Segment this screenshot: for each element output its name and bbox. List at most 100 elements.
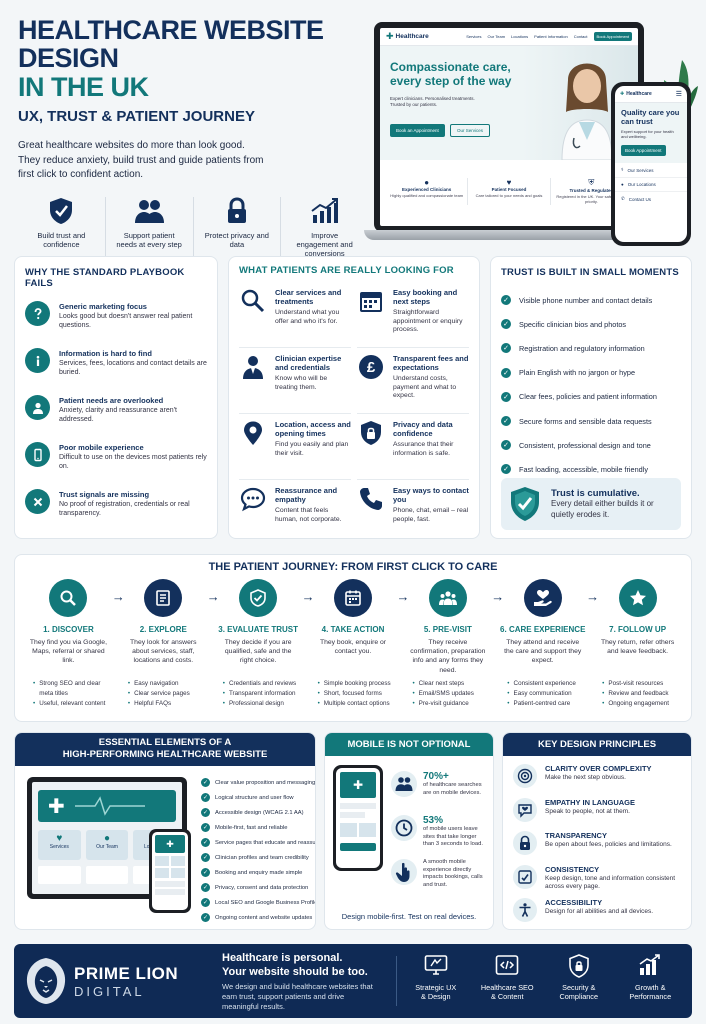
check-icon: ✓ <box>201 913 210 922</box>
laptop-feature: ● Experienced Clinicians Highly qualifie… <box>386 178 469 205</box>
accessibility-icon <box>513 898 537 922</box>
journey-step-bullets: •Consistent experience•Easy communicatio… <box>507 679 590 709</box>
search-icon <box>49 579 88 617</box>
laptop-feature: ♥ Patient Focused Care tailored to your … <box>468 178 551 205</box>
journey-bullet: •Short, focused forms <box>318 689 401 699</box>
check-icon: ✓ <box>201 793 210 802</box>
lock-icon <box>513 831 537 855</box>
monitor-banner: ✚ <box>38 790 176 822</box>
document-icon <box>144 579 183 617</box>
journey-step-desc: They find you via Google, Maps, referral… <box>29 639 107 665</box>
elements-title-2: HIGH-PERFORMING HEALTHCARE WEBSITE <box>62 748 268 760</box>
bullet-dot-icon: • <box>507 680 510 687</box>
trust-item: ✓Fast loading, accessible, mobile friend… <box>501 457 681 481</box>
bullet-dot-icon: • <box>412 680 415 687</box>
laptop-feature-text: Highly qualified and compassionate team <box>390 193 464 198</box>
principle-title: EMPATHY IN LANGUAGE <box>545 797 636 807</box>
shield-check-icon <box>18 197 105 227</box>
footer-service-label: Growth & <box>635 983 666 992</box>
footer-service[interactable]: Security &Compliance <box>543 954 615 1001</box>
looking-item-desc: Understand costs, payment and what to ex… <box>393 374 457 400</box>
playbook-item-desc: No proof of registration, credentials or… <box>59 501 190 518</box>
laptop-subtext: Expert clinicians. Personalised treatmen… <box>390 96 475 108</box>
bullet-dot-icon: • <box>33 680 36 687</box>
footer-service[interactable]: Healthcare SEO& Content <box>472 954 544 1001</box>
ux-monitor-icon <box>400 954 472 978</box>
footer-service[interactable]: Growth &Performance <box>615 954 687 1001</box>
journey-bullet-label: Clear next steps <box>418 680 465 687</box>
monitor-tile[interactable]: ● Our Team <box>85 830 129 860</box>
phone-link[interactable]: ✆Contact Us <box>615 192 687 206</box>
footer-service-label: Performance <box>629 992 672 1001</box>
check-icon: ✓ <box>501 440 511 451</box>
principle-desc: Make the next step obvious. <box>545 774 626 781</box>
monitor-tile[interactable]: ♥ Services <box>38 830 81 860</box>
check-icon: ✓ <box>501 367 511 378</box>
trust-title: TRUST IS BUILT IN SMALL MOMENTS <box>501 267 679 278</box>
star-icon <box>618 579 657 617</box>
journey-bullet: •Review and feedback <box>602 689 685 699</box>
trust-item-label: Consistent, professional design and tone <box>519 440 651 450</box>
bullet-dot-icon: • <box>507 700 510 708</box>
principle-title: CONSISTENCY <box>545 864 600 874</box>
laptop-nav-item[interactable]: Our Team <box>487 34 506 39</box>
journey-title: THE PATIENT JOURNEY: FROM FIRST CLICK TO… <box>208 561 498 573</box>
mobile-stat-desc: A smooth mobile experience directly impa… <box>423 859 483 888</box>
laptop-nav-item[interactable]: Locations <box>511 34 529 39</box>
phone-link[interactable]: ●Our Locations <box>615 178 687 193</box>
looking-item-title: Location, access and opening times <box>275 420 351 439</box>
menu-icon[interactable]: ☰ <box>675 91 682 98</box>
laptop-brand: ✚ Healthcare <box>386 31 429 42</box>
playbook-item-desc: Difficult to use on the devices most pat… <box>59 454 207 471</box>
journey-step-bullets: •Credentials and reviews•Transparent inf… <box>223 679 306 709</box>
person-icon <box>25 395 50 420</box>
growth-chart-icon <box>281 197 368 227</box>
check-icon: ✓ <box>201 898 210 907</box>
laptop-services-button[interactable]: Our Services <box>450 124 491 137</box>
laptop-book-button[interactable]: Book an Appointment <box>390 124 445 137</box>
elements-item-label: Clinician profiles and team credibility <box>215 854 309 861</box>
playbook-item-title: Information is hard to find <box>59 349 152 358</box>
medical-cross-icon: ✚ <box>48 795 65 818</box>
footer-headline-1: Healthcare is personal. <box>222 952 343 964</box>
bullet-dot-icon: • <box>412 700 415 708</box>
chat-bubble-icon <box>239 486 267 546</box>
laptop-nav-button[interactable]: Book Appointment <box>593 32 632 41</box>
mobile-stats: 70%+of healthcare searches are on mobile… <box>391 771 489 903</box>
hero-feature: Support patient needs at every step <box>106 196 194 258</box>
journey-bullet-label: Email/SMS updates <box>418 690 474 698</box>
trust-item: ✓Clear fees, policies and patient inform… <box>501 385 681 409</box>
principles-card: KEY DESIGN PRINCIPLES CLARITY OVER COMPL… <box>502 732 692 930</box>
check-icon: ✓ <box>201 868 210 877</box>
journey-bullet: •Multiple contact options <box>318 699 401 709</box>
footer-service[interactable]: Strategic UX& Design <box>400 954 472 1001</box>
footer-service-label: & Content <box>491 992 524 1001</box>
journey-step-desc: They book, enquire or contact you. <box>319 639 387 656</box>
looking-item-title: Easy ways to contact you <box>393 486 469 505</box>
journey-step-title: 2. EXPLORE <box>139 625 187 634</box>
journey-bullet-label: Useful, relevant content <box>39 700 106 708</box>
phone-link[interactable]: ⚕Our Services <box>615 163 687 179</box>
laptop-nav-item[interactable]: Patient Information <box>534 34 568 39</box>
journey-bullet-label: Professional design <box>228 700 284 708</box>
elements-title-1: ESSENTIAL ELEMENTS OF A <box>98 737 232 748</box>
bar-chart-icon <box>615 954 687 978</box>
laptop-mockup: ✚ Healthcare Services Our Team Locations… <box>364 22 654 244</box>
journey-step-bullets: •Clear next steps•Email/SMS updates•Pre-… <box>412 679 495 709</box>
journey-step-title: 6. CARE EXPERIENCE <box>500 625 586 634</box>
phone-book-button[interactable]: Book Appointment <box>621 145 666 157</box>
laptop-nav-item[interactable]: Contact <box>573 34 588 39</box>
clock-icon <box>391 815 417 841</box>
laptop-nav-item[interactable]: Services <box>466 34 482 39</box>
